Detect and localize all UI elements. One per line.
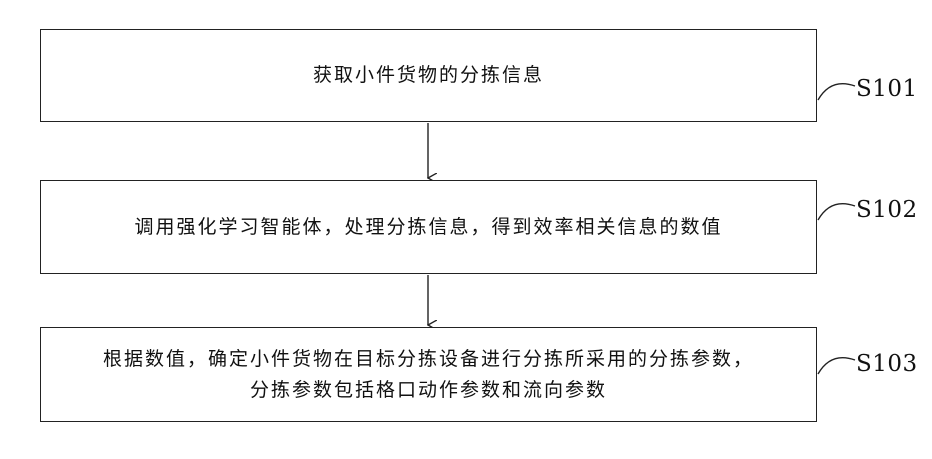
step-text-s101: 获取小件货物的分拣信息 (313, 60, 544, 91)
step-label-s102: S102 (856, 197, 918, 223)
step-box-s102: 调用强化学习智能体，处理分拣信息，得到效率相关信息的数值 (40, 180, 817, 274)
leader-curve-s101 (818, 84, 855, 100)
step-label-s101: S101 (856, 76, 918, 102)
step-text-s103-line1: 根据数值，确定小件货物在目标分拣设备进行分拣所采用的分拣参数， (103, 344, 754, 375)
step-box-s103: 根据数值，确定小件货物在目标分拣设备进行分拣所采用的分拣参数， 分拣参数包括格口… (40, 327, 817, 422)
step-text-s102: 调用强化学习智能体，处理分拣信息，得到效率相关信息的数值 (134, 212, 722, 243)
leader-curve-s103 (818, 358, 855, 374)
leader-curve-s102 (818, 204, 855, 220)
step-text-s103-line2: 分拣参数包括格口动作参数和流向参数 (103, 375, 754, 406)
step-label-s103: S103 (856, 351, 918, 377)
step-box-s101: 获取小件货物的分拣信息 (40, 29, 817, 122)
